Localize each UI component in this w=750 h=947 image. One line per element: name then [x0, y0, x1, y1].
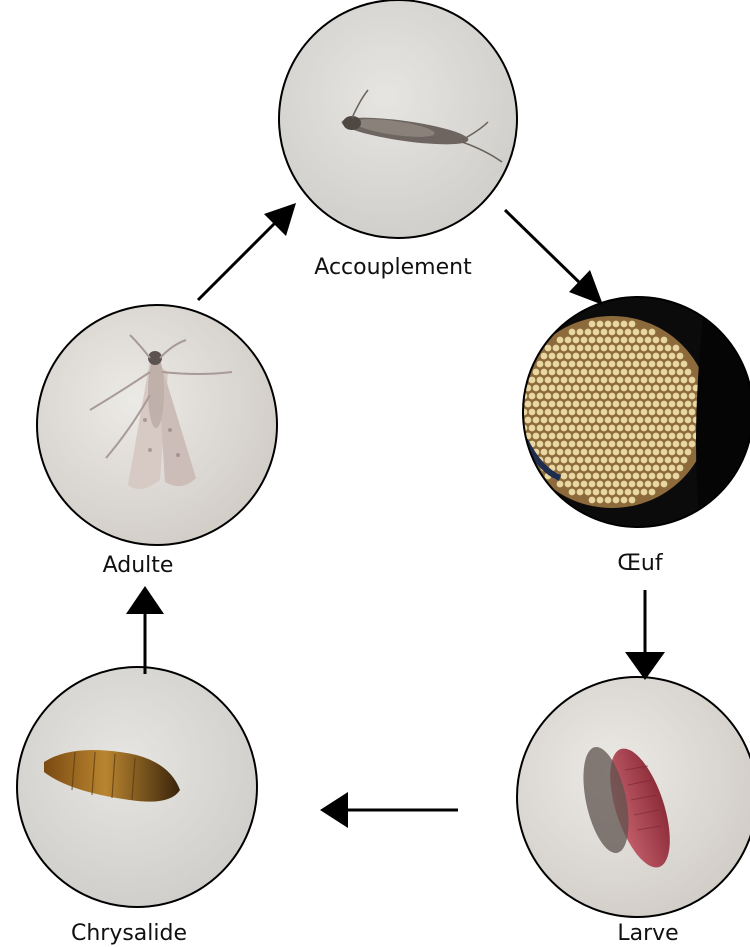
arrow-pupa-to-adult [126, 586, 164, 674]
adult-moth-photo [37, 305, 277, 545]
arrow-mating-to-egg [505, 210, 603, 305]
label-larva: Larve [617, 921, 678, 946]
arrow-larva-to-pupa [320, 792, 458, 828]
stage-adult: Adulte [37, 305, 277, 578]
stage-larva: Larve [517, 677, 750, 946]
arrow-adult-to-mating [198, 203, 296, 300]
stage-egg: Œuf [514, 295, 750, 576]
arrow-egg-to-larva [625, 590, 665, 680]
label-mating: Accouplement [314, 255, 472, 280]
pupa-photo [17, 667, 257, 907]
stage-pupa: Chrysalide [17, 667, 257, 946]
label-egg: Œuf [617, 551, 663, 576]
label-adult: Adulte [103, 553, 174, 578]
label-pupa: Chrysalide [71, 921, 187, 946]
stage-mating: Accouplement [278, 0, 518, 280]
